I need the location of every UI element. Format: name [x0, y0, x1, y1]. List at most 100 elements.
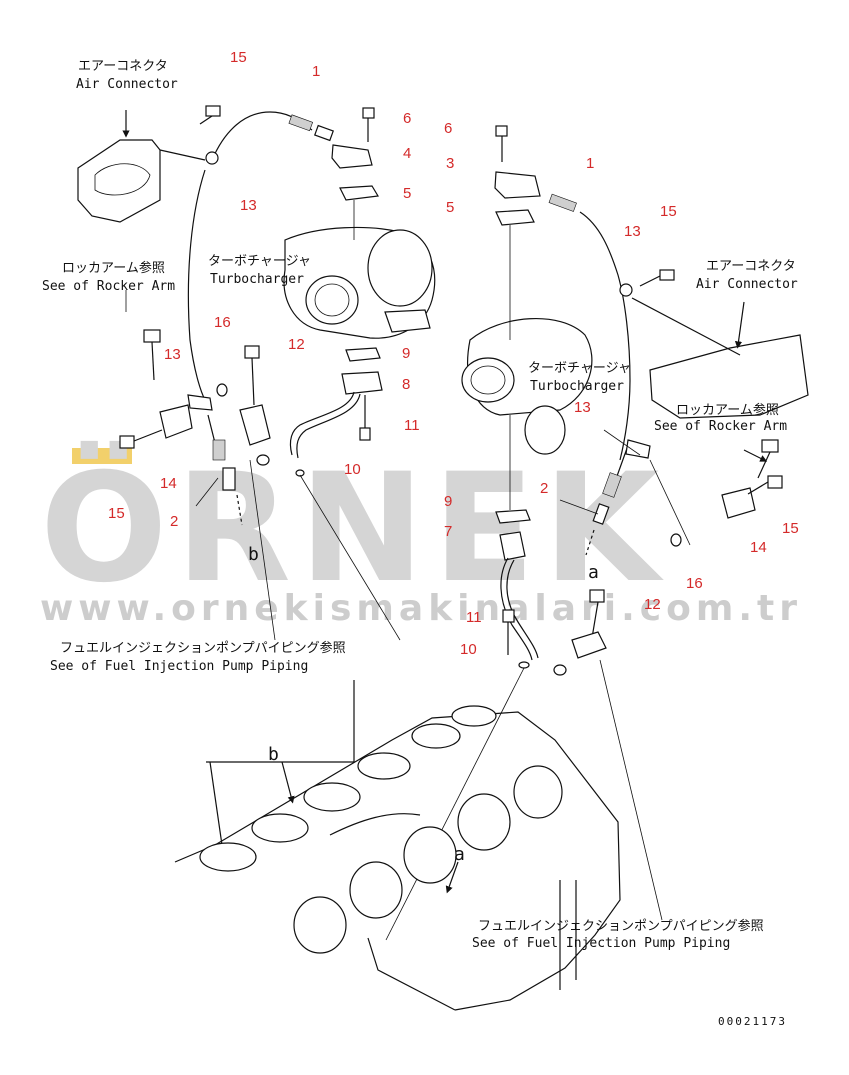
engine-ref-b-line — [209, 761, 223, 846]
cylinder-bore — [357, 752, 411, 780]
left-bolt-15-shank — [199, 115, 213, 125]
right-16-leader — [649, 459, 691, 546]
right-air-connector-en: Air Connector — [696, 277, 798, 292]
left-air-connector-en: Air Connector — [76, 77, 178, 92]
left-flange-8 — [341, 371, 383, 395]
right-rocker-arm-jp: ロッカアーム参照 — [676, 402, 779, 418]
right-fitting-2 — [602, 472, 622, 498]
drawing-code: 00021173 — [718, 1015, 787, 1028]
right-turbo-inlet — [461, 357, 515, 403]
cylinder-bore — [199, 842, 257, 872]
right-tube — [579, 211, 631, 461]
left-turbo-flange — [384, 309, 431, 333]
right-bolt-12-shank — [591, 601, 599, 639]
watermark-url: www.ornekismakinalari.com.tr — [40, 588, 802, 629]
cylinder-bore — [411, 723, 461, 749]
left-callout-14: 14 — [160, 475, 177, 492]
left-fuel-pump-en: See of Fuel Injection Pump Piping — [50, 659, 308, 674]
left-gasket-5 — [339, 185, 379, 201]
right-rocker-arrow — [743, 449, 768, 462]
right-13-leader — [603, 429, 641, 456]
left-oring-10 — [295, 469, 305, 477]
right-bolt-15-head — [659, 269, 675, 281]
left-adapter-2 — [222, 467, 236, 491]
left-callout-2: 2 — [170, 513, 178, 530]
right-bracket-14 — [721, 487, 756, 519]
right-turbocharger-en: Turbocharger — [530, 379, 624, 394]
cylinder-bore — [251, 813, 309, 843]
left-o-ring-leader — [299, 474, 401, 641]
engine-ref-a: a — [454, 844, 465, 865]
left-gasket-9 — [345, 347, 381, 362]
right-oil-pipe-inner — [506, 559, 539, 659]
right-callout-15-top: 15 — [660, 203, 677, 220]
cylinder-bore — [293, 896, 347, 954]
right-bolt-15b-shank — [747, 481, 769, 495]
left-turbo-inlet-inner — [314, 283, 350, 317]
left-callout-1: 1 — [312, 63, 320, 80]
right-callout-5: 5 — [446, 199, 454, 216]
right-callout-7: 7 — [444, 523, 452, 540]
right-adapter-2 — [592, 503, 610, 525]
right-callout-10: 10 — [460, 641, 477, 658]
left-turbocharger-en: Turbocharger — [210, 272, 304, 287]
left-2-leader — [195, 477, 219, 507]
right-callout-13-mid: 13 — [574, 399, 591, 416]
right-washer — [553, 664, 567, 676]
left-callout-8: 8 — [402, 376, 410, 393]
right-callout-9: 9 — [444, 493, 452, 510]
right-2-leader — [559, 499, 599, 515]
left-rocker-arm-jp: ロッカアーム参照 — [62, 260, 165, 276]
left-callout-15-top: 15 — [230, 49, 247, 66]
right-callout-13-top: 13 — [624, 223, 641, 240]
right-callout-2: 2 — [540, 480, 548, 497]
right-bolt-6-head — [495, 125, 508, 137]
right-bolt-15-shank — [639, 275, 661, 287]
right-bolt-15b-head — [767, 475, 783, 489]
cylinder-bore — [403, 826, 457, 884]
left-bolt-6-head — [362, 107, 375, 119]
left-washer — [256, 454, 270, 466]
right-callout-1: 1 — [586, 155, 594, 172]
left-connector-block — [331, 144, 373, 169]
right-rocker-bolt-shank — [757, 451, 771, 479]
right-adapter-arrow — [585, 529, 595, 556]
left-callout-15-bottom: 15 — [108, 505, 125, 522]
left-callout-16: 16 — [214, 314, 231, 331]
cylinder-bore — [457, 793, 511, 851]
left-callout-6: 6 — [403, 110, 411, 127]
right-gasket-5 — [495, 209, 535, 226]
left-air-connector-port — [94, 163, 151, 196]
right-oil-pipe — [500, 557, 533, 661]
right-turbo-outlet — [524, 405, 566, 455]
right-gasket-9 — [495, 509, 531, 524]
engine-block-front — [367, 937, 456, 1011]
left-air-connector-jp: エアーコネクタ — [78, 59, 168, 74]
cylinder-bore — [349, 861, 403, 919]
left-hose-fitting — [288, 114, 314, 132]
right-ref-a: a — [588, 562, 599, 583]
left-tube-lower — [187, 169, 206, 401]
right-callout-6: 6 — [444, 120, 452, 137]
right-rocker-arm-en: See of Rocker Arm — [654, 419, 787, 434]
right-nut-16 — [670, 533, 682, 547]
left-fuel-pump-jp: フュエルインジェクションポンプパイピング参照 — [60, 640, 346, 656]
left-rocker-bolt-shank — [151, 341, 155, 381]
engine-block-top-outline — [174, 711, 621, 1011]
left-rocker-bolt-head — [143, 329, 161, 343]
right-callout-12: 12 — [644, 596, 661, 613]
left-oil-pipe — [289, 391, 355, 456]
engine-block-web — [329, 813, 421, 836]
left-callout-9: 9 — [402, 345, 410, 362]
right-bolt-11-head — [502, 609, 515, 623]
left-air-connector-pipe — [159, 149, 206, 161]
left-callout-10: 10 — [344, 461, 361, 478]
left-bracket-14 — [159, 404, 193, 439]
right-flange-7 — [499, 531, 526, 561]
right-air-connector-arrow — [734, 301, 745, 349]
left-nut-16 — [216, 383, 228, 397]
cylinder-bore — [513, 765, 563, 819]
right-turbo-inlet-inner — [470, 365, 506, 395]
left-callout-13-top: 13 — [240, 197, 257, 214]
